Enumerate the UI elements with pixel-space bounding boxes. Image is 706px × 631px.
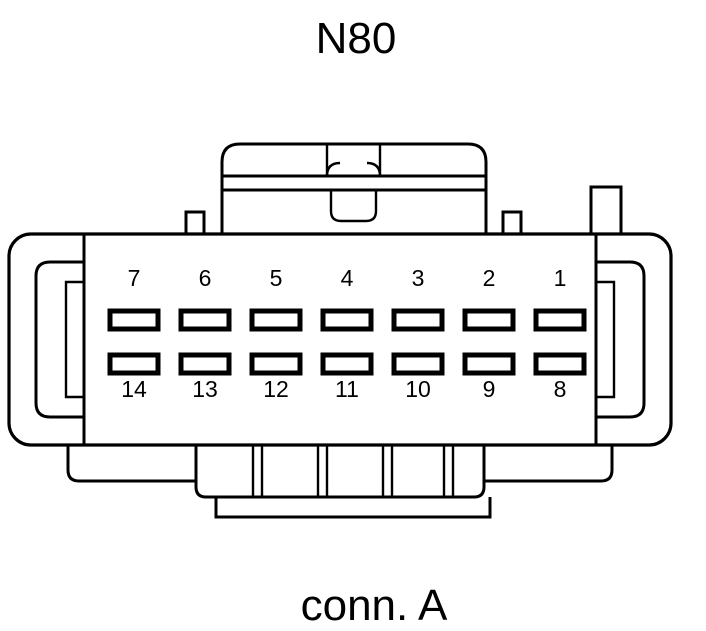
cavity-14	[107, 352, 161, 376]
cavity-7	[107, 308, 161, 332]
cavity-6	[178, 308, 232, 332]
pin-label-14: 14	[121, 376, 147, 402]
pin-label-8: 8	[554, 376, 567, 402]
cavity-13	[178, 352, 232, 376]
cavity-grid: 7 6 5 4 3 2 1 14 13 12 11 10 9 8	[107, 265, 587, 402]
cavity-3	[391, 308, 445, 332]
cavity-11	[320, 352, 374, 376]
pin-label-10: 10	[405, 376, 431, 402]
latch-tower	[220, 142, 488, 236]
lower-skirt	[66, 445, 614, 519]
connector-caption: conn. A	[301, 581, 448, 626]
right-guide-rail	[594, 234, 646, 445]
polarizing-post	[589, 185, 623, 234]
cavity-9	[462, 352, 516, 376]
cavity-10	[391, 352, 445, 376]
pin-label-13: 13	[192, 376, 218, 402]
cavity-8	[533, 352, 587, 376]
pin-label-3: 3	[412, 265, 425, 291]
cavity-5	[249, 308, 303, 332]
pin-label-5: 5	[270, 265, 283, 291]
page-title: N80	[316, 14, 397, 63]
pin-label-11: 11	[335, 376, 359, 402]
pin-label-7: 7	[128, 265, 141, 291]
cavity-12	[249, 352, 303, 376]
left-guide-rail	[34, 234, 86, 445]
pin-label-1: 1	[554, 265, 567, 291]
pin-label-2: 2	[483, 265, 496, 291]
pin-label-12: 12	[263, 376, 289, 402]
cavity-4	[320, 308, 374, 332]
pin-label-4: 4	[341, 265, 354, 291]
connector-body	[7, 232, 673, 447]
keying-tab-left	[184, 210, 206, 234]
pin-label-9: 9	[483, 376, 496, 402]
cavity-1	[533, 308, 587, 332]
cavity-2	[462, 308, 516, 332]
keying-tab-right	[501, 210, 523, 234]
pin-label-6: 6	[199, 265, 212, 291]
